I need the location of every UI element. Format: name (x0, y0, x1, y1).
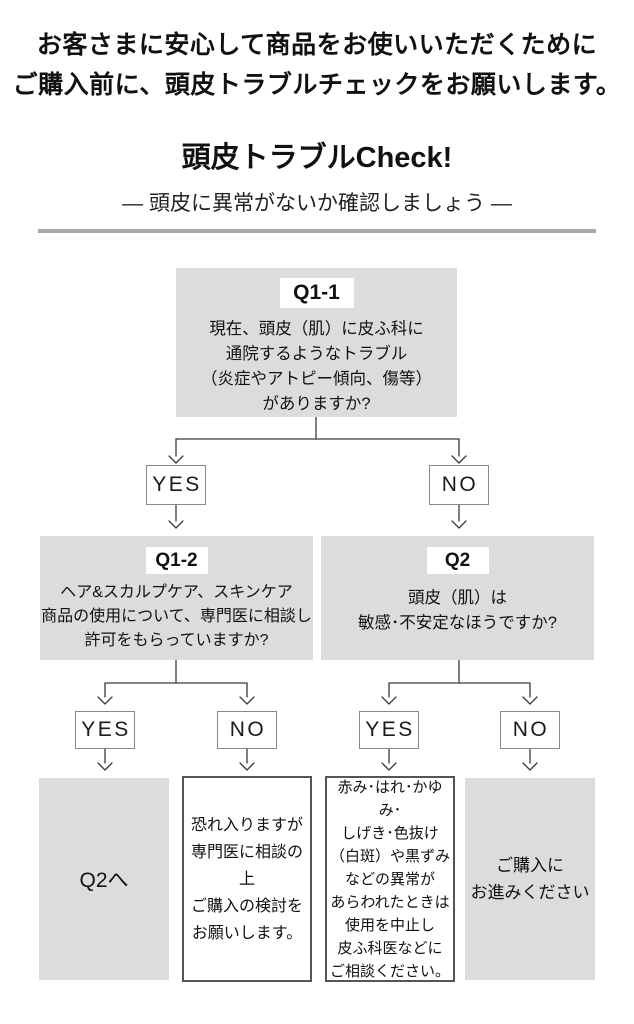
header-line-2: ご購入前に、頭皮トラブルチェックをお願いします。 (12, 71, 622, 99)
answer-no-q1-1: NO (429, 465, 489, 505)
question-label-q1-1: Q1-1 (279, 278, 354, 308)
question-text-q1-2: ヘア&スカルプケア、スキンケア 商品の使用について、専門医に相談し 許可をもらっ… (41, 584, 312, 649)
question-label-q1-2: Q1-2 (145, 547, 208, 574)
answer-no-q2: NO (500, 711, 560, 749)
header-line-1: お客さまに安心して商品をお使いいただくために (36, 31, 598, 59)
result-go-to-q2: Q2へ (39, 778, 169, 980)
question-text-q1-1: 現在、頭皮（肌）に皮ふ科に 通院するようなトラブル （炎症やアトピー傾向、傷等）… (201, 320, 432, 413)
answer-yes-q2: YES (359, 711, 419, 749)
result-proceed-purchase: ご購入に お進みください (465, 778, 595, 980)
page-title: 頭皮トラブルCheck! (181, 142, 453, 174)
divider-rule (38, 229, 596, 233)
answer-yes-q1-1: YES (146, 465, 206, 505)
answer-yes-q1-2: YES (75, 711, 135, 749)
result-stop-use-consult: 赤み･はれ･かゆみ･ しげき･色抜け （白斑）や黒ずみ などの異常が あらわれた… (325, 776, 455, 982)
question-label-q2: Q2 (426, 547, 489, 574)
question-text-q2: 頭皮（肌）は 敏感･不安定なほうですか? (358, 589, 557, 632)
question-box-q2: Q2 頭皮（肌）は 敏感･不安定なほうですか? (321, 536, 594, 660)
question-box-q1-2: Q1-2 ヘア&スカルプケア、スキンケア 商品の使用について、専門医に相談し 許… (40, 536, 313, 660)
answer-no-q1-2: NO (217, 711, 277, 749)
result-consult-specialist: 恐れ入りますが 専門医に相談の上 ご購入の検討を お願いします。 (182, 776, 312, 982)
question-box-q1-1: Q1-1 現在、頭皮（肌）に皮ふ科に 通院するようなトラブル （炎症やアトピー傾… (176, 268, 457, 417)
page-header: お客さまに安心して商品をお使いいただくために ご購入前に、頭皮トラブルチェックを… (0, 25, 634, 105)
page-subtitle: ― 頭皮に異常がないか確認しましょう ― (122, 192, 512, 215)
